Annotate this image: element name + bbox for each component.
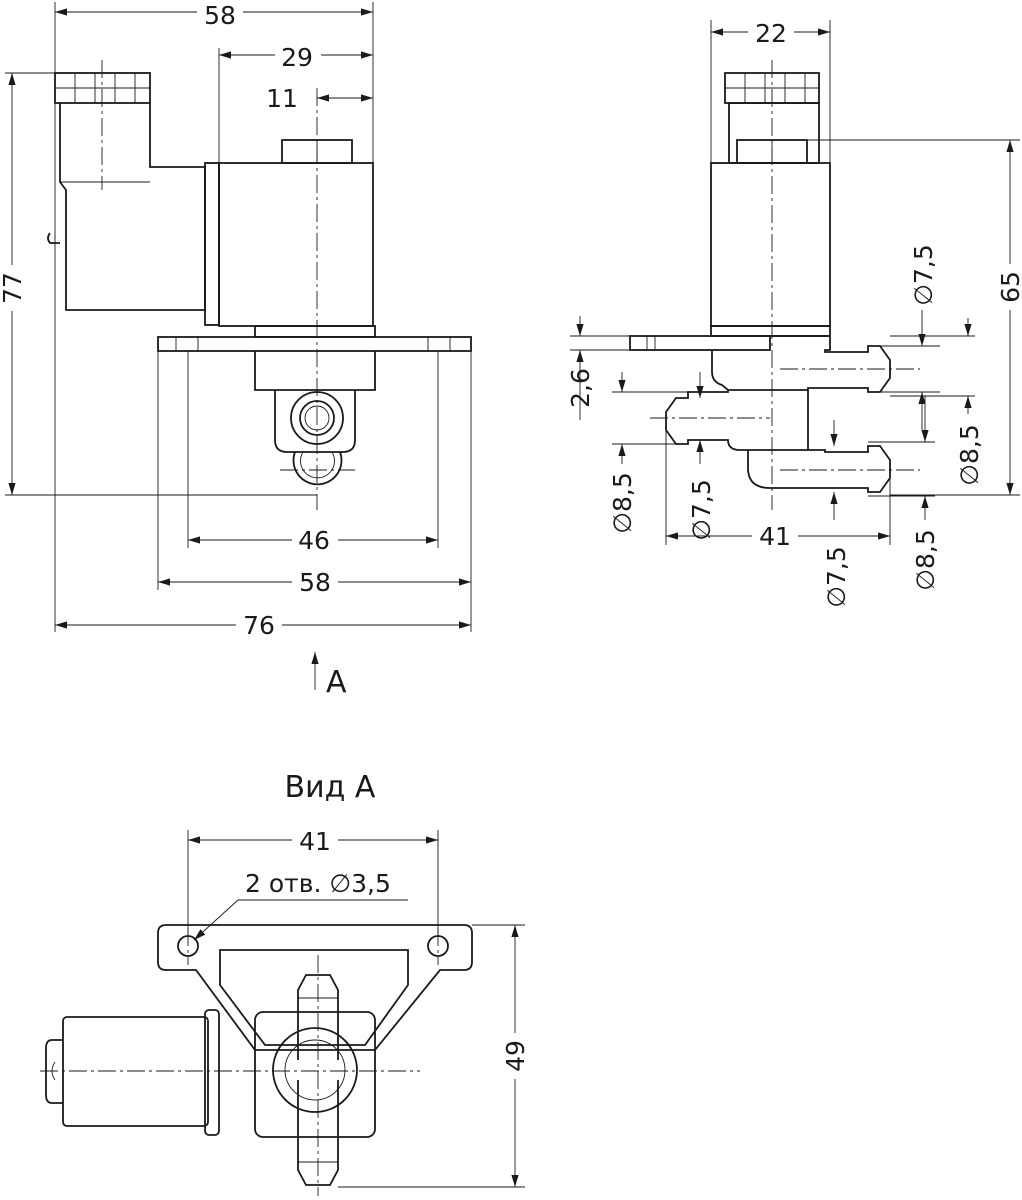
- dim-d7-5-left: ∅7,5: [687, 479, 716, 541]
- dim-58-bottom: 58: [299, 568, 331, 597]
- view-a-dimensions: 41 2 отв. ∅3,5 49: [187, 826, 530, 1188]
- dim-58-top: 58: [204, 1, 236, 30]
- dim-d7-5-top: ∅7,5: [909, 244, 938, 306]
- dim-46: 46: [298, 526, 330, 555]
- dim-29: 29: [281, 43, 313, 72]
- dim-d8-5-right-top: ∅8,5: [955, 424, 984, 486]
- dim-22: 22: [755, 19, 787, 48]
- dim-49: 49: [501, 1040, 530, 1072]
- dim-2-6: 2,6: [566, 368, 595, 408]
- view-a-title: Вид А: [285, 770, 376, 805]
- front-view: [47, 60, 472, 510]
- front-view-dimensions: 58 29 11 77 46 58 76 A: [0, 0, 472, 700]
- dim-d8-5-left: ∅8,5: [608, 472, 637, 534]
- dim-65: 65: [996, 271, 1022, 303]
- view-a: Вид А: [40, 770, 473, 1196]
- dim-41-view-a: 41: [299, 827, 331, 856]
- dim-76: 76: [243, 611, 275, 640]
- view-arrow-label: A: [326, 665, 347, 700]
- dim-41-side: 41: [759, 522, 791, 551]
- dim-d7-5-bottom: ∅7,5: [822, 546, 851, 608]
- dim-d8-5-bottom: ∅8,5: [911, 529, 940, 591]
- dim-11: 11: [266, 84, 298, 113]
- dim-77: 77: [0, 272, 27, 304]
- dim-holes: 2 отв. ∅3,5: [245, 869, 391, 898]
- side-view-dimensions: 22 65 ∅7,5 ∅8,5 2,6 ∅8,5 ∅7,5: [566, 18, 1022, 608]
- side-view: [629, 60, 920, 510]
